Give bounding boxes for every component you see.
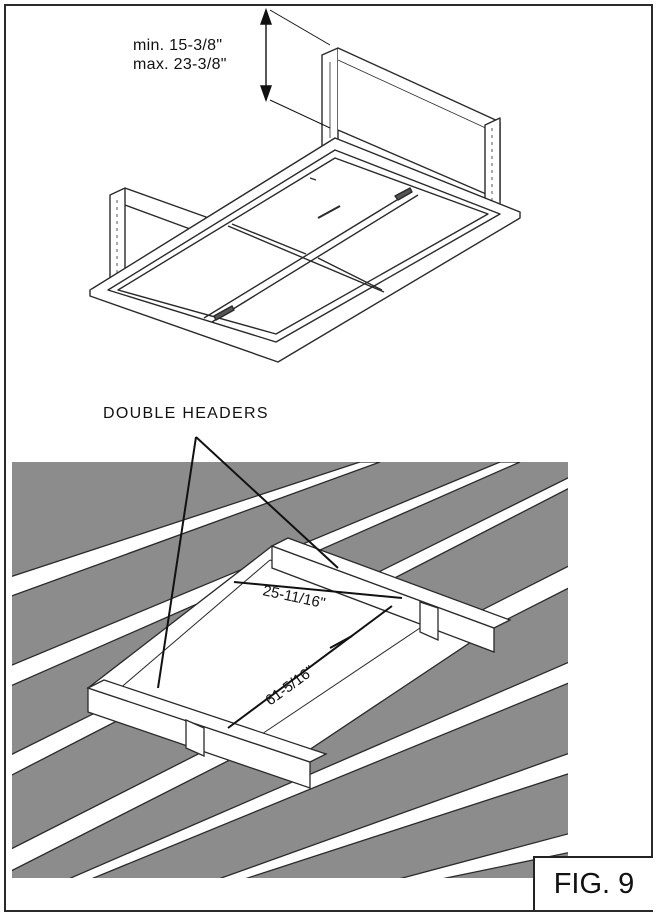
ceiling-unit-illustration [89, 7, 521, 363]
figure-label-box: FIG. 9 [533, 856, 653, 910]
double-headers-label: DOUBLE HEADERS [103, 405, 269, 422]
min-dimension-label: min. 15-3/8" [133, 37, 223, 54]
figure-label: FIG. 9 [553, 867, 635, 900]
max-dimension-label: max. 23-3/8" [133, 56, 227, 73]
